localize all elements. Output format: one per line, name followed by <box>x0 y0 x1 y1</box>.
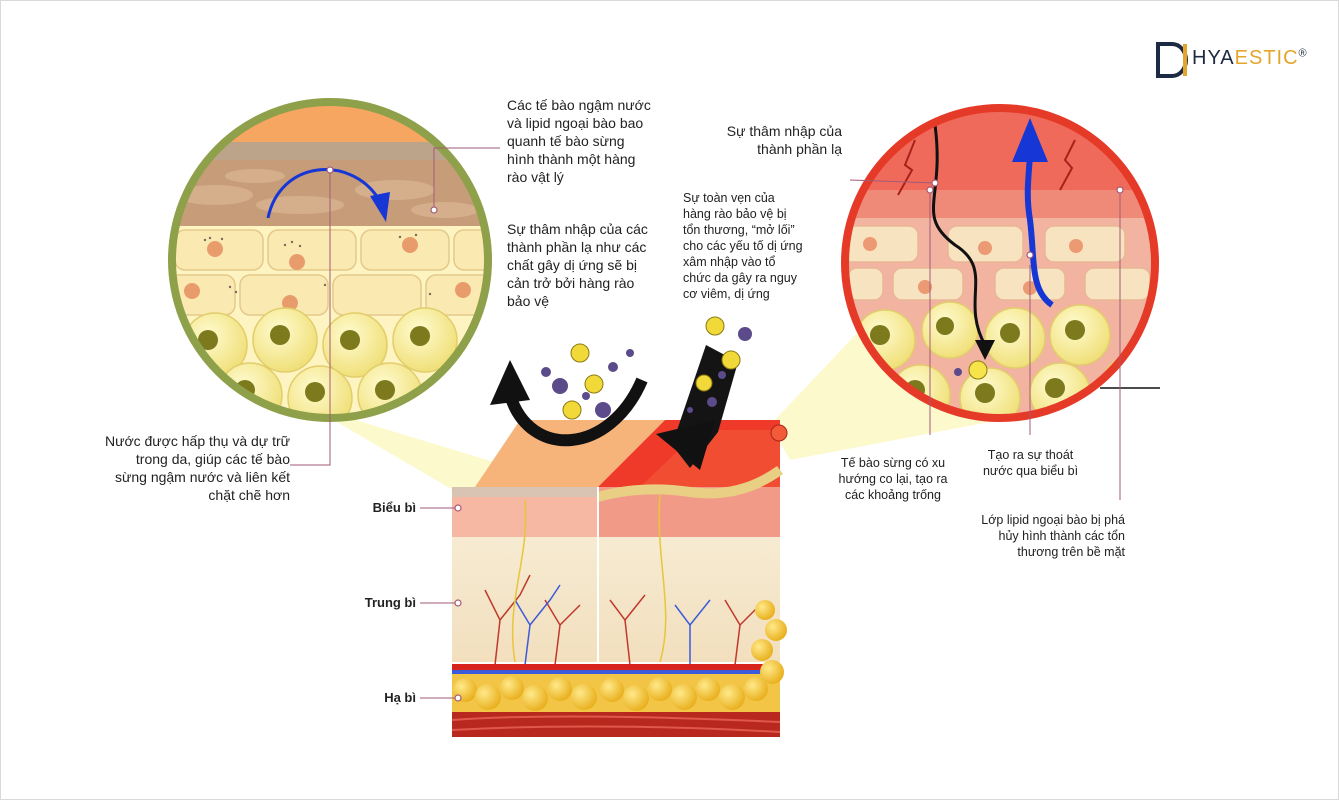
repelled-arrow-icon <box>504 377 648 447</box>
curved-arrow-icon <box>266 168 380 219</box>
healthy-top-face <box>475 420 665 487</box>
logo-registered: ® <box>1298 47 1308 60</box>
logo-mark-icon <box>1156 42 1188 78</box>
left-magnifier-cone <box>180 330 520 500</box>
damaged-ring <box>841 104 1159 422</box>
water-loss-arrow-icon <box>1024 149 1054 308</box>
layer-label-dermis: Trung bì <box>364 595 416 610</box>
skin-cube <box>451 420 788 737</box>
layer-label-hypodermis: Hạ bì <box>384 690 416 705</box>
layer-label-epidermis: Biểu bì <box>372 500 416 515</box>
healthy-zoom-view <box>172 102 488 418</box>
penetration-arrow-icon <box>932 124 987 346</box>
logo-prefix: HYA <box>1192 47 1235 69</box>
logo-suffix: ESTIC <box>1234 47 1299 69</box>
allergen-particle-icon <box>541 316 752 420</box>
brand-logo: HYAESTIC® <box>1192 47 1308 70</box>
right-magnifier-cone <box>770 330 1000 460</box>
